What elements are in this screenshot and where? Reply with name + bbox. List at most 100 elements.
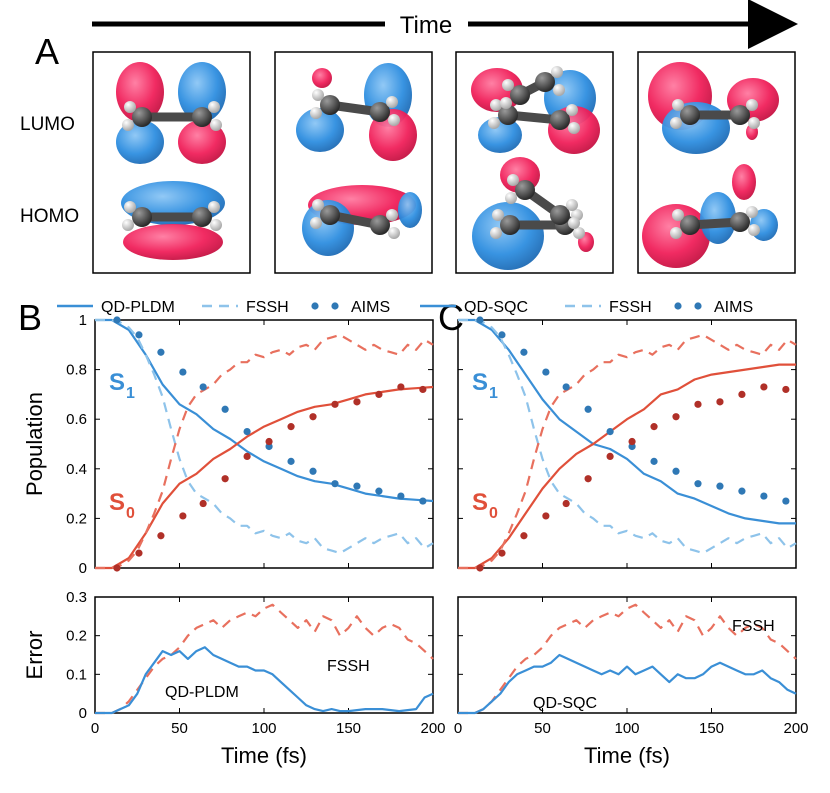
hydrogen-atom bbox=[122, 119, 134, 131]
orbital-lobe-negative bbox=[478, 117, 522, 153]
legend-swatch bbox=[331, 302, 339, 310]
orbital-lobe-positive bbox=[178, 120, 226, 164]
aims-point bbox=[309, 413, 317, 421]
s0-state-subscript: 0 bbox=[489, 505, 498, 522]
y-tick-label: 0 bbox=[79, 560, 87, 577]
s1-state-subscript: 1 bbox=[126, 385, 135, 402]
fssh-series-line bbox=[458, 603, 797, 715]
aims-point bbox=[157, 532, 165, 540]
panel-a-letter: A bbox=[35, 31, 59, 72]
hydrogen-atom bbox=[208, 201, 220, 213]
lumo-label: LUMO bbox=[20, 114, 75, 135]
hydrogen-atom bbox=[670, 117, 682, 129]
orbital-lobe-negative bbox=[700, 192, 736, 244]
y-tick-label: 0.8 bbox=[66, 362, 87, 379]
aims-point bbox=[287, 423, 295, 431]
y-axis-title: Population bbox=[22, 392, 47, 496]
aims-point bbox=[584, 475, 592, 483]
hydrogen-atom bbox=[566, 104, 578, 116]
aims-point bbox=[694, 480, 702, 488]
legend-swatch bbox=[694, 302, 702, 310]
hydrogen-atom bbox=[388, 114, 400, 126]
y-tick-label: 0 bbox=[79, 705, 87, 722]
x-tick-label: 100 bbox=[614, 720, 639, 737]
panel-b-letter: B bbox=[18, 297, 42, 338]
aims-point bbox=[738, 390, 746, 398]
hydrogen-atom bbox=[746, 99, 758, 111]
orbital-lobe-negative bbox=[398, 192, 422, 228]
x-tick-label: 0 bbox=[91, 720, 99, 737]
panel-c-letter: C bbox=[438, 297, 464, 338]
x-tick-label: 50 bbox=[171, 720, 188, 737]
carbon-atom bbox=[320, 95, 340, 115]
aims-point bbox=[542, 368, 550, 376]
hydrogen-atom bbox=[122, 219, 134, 231]
x-axis-title: Time (fs) bbox=[221, 743, 307, 768]
legend-label: FSSH bbox=[609, 299, 652, 316]
hydrogen-atom bbox=[312, 199, 324, 211]
hydrogen-atom bbox=[210, 119, 222, 131]
y-tick-label: 0.4 bbox=[66, 461, 87, 478]
aims-point bbox=[716, 482, 724, 490]
x-tick-label: 200 bbox=[420, 720, 445, 737]
carbon-atom bbox=[550, 110, 570, 130]
orbital-lobe-negative bbox=[296, 108, 344, 152]
hydrogen-atom bbox=[310, 107, 322, 119]
aims-point bbox=[331, 400, 339, 408]
hydrogen-atom bbox=[573, 227, 585, 239]
qd-series-line bbox=[95, 385, 434, 570]
carbon-atom bbox=[500, 215, 520, 235]
hydrogen-atom bbox=[746, 206, 758, 218]
aims-point bbox=[287, 457, 295, 465]
carbon-atom bbox=[680, 215, 700, 235]
series-annotation: QD-PLDM bbox=[165, 684, 239, 701]
aims-point bbox=[498, 331, 506, 339]
aims-point bbox=[542, 512, 550, 520]
aims-point bbox=[650, 457, 658, 465]
aims-point bbox=[520, 348, 528, 356]
carbon-atom bbox=[132, 107, 152, 127]
aims-point bbox=[113, 564, 121, 572]
hydrogen-atom bbox=[500, 97, 512, 109]
qd-series-line bbox=[458, 363, 796, 570]
y-tick-label: 0.3 bbox=[66, 589, 87, 606]
hydrogen-atom bbox=[551, 66, 563, 78]
aims-point bbox=[265, 442, 273, 451]
aims-point bbox=[606, 452, 614, 460]
carbon-atom bbox=[550, 205, 570, 225]
aims-point bbox=[397, 492, 405, 500]
legend-label: AIMS bbox=[714, 299, 753, 316]
aims-point bbox=[243, 452, 251, 460]
time-label: Time bbox=[400, 12, 452, 39]
aims-point bbox=[672, 467, 680, 475]
hydrogen-atom bbox=[124, 201, 136, 213]
aims-point bbox=[135, 549, 143, 557]
hydrogen-atom bbox=[566, 199, 578, 211]
x-tick-label: 50 bbox=[534, 720, 551, 737]
carbon-atom bbox=[192, 107, 212, 127]
hydrogen-atom bbox=[507, 174, 519, 186]
carbon-atom bbox=[370, 215, 390, 235]
s1-state-label: S bbox=[472, 369, 488, 396]
orbital-lobe-positive bbox=[732, 164, 756, 200]
carbon-atom bbox=[730, 212, 750, 232]
aims-point bbox=[419, 497, 427, 505]
carbon-atom bbox=[370, 102, 390, 122]
orbital-lobe-negative bbox=[472, 202, 544, 270]
s0-state-subscript: 0 bbox=[126, 505, 135, 522]
y-tick-label: 0.6 bbox=[66, 411, 87, 428]
plot-frame bbox=[457, 596, 797, 714]
hydrogen-atom bbox=[388, 227, 400, 239]
hydrogen-atom bbox=[672, 99, 684, 111]
hydrogen-atom bbox=[568, 217, 580, 229]
orbital-snapshots bbox=[92, 51, 796, 274]
s0-state-label: S bbox=[109, 489, 125, 516]
orbital-lobe-positive bbox=[123, 224, 223, 260]
aims-point bbox=[331, 480, 339, 488]
carbon-atom bbox=[515, 180, 535, 200]
hydrogen-atom bbox=[490, 227, 502, 239]
qd-series-line bbox=[95, 646, 434, 715]
